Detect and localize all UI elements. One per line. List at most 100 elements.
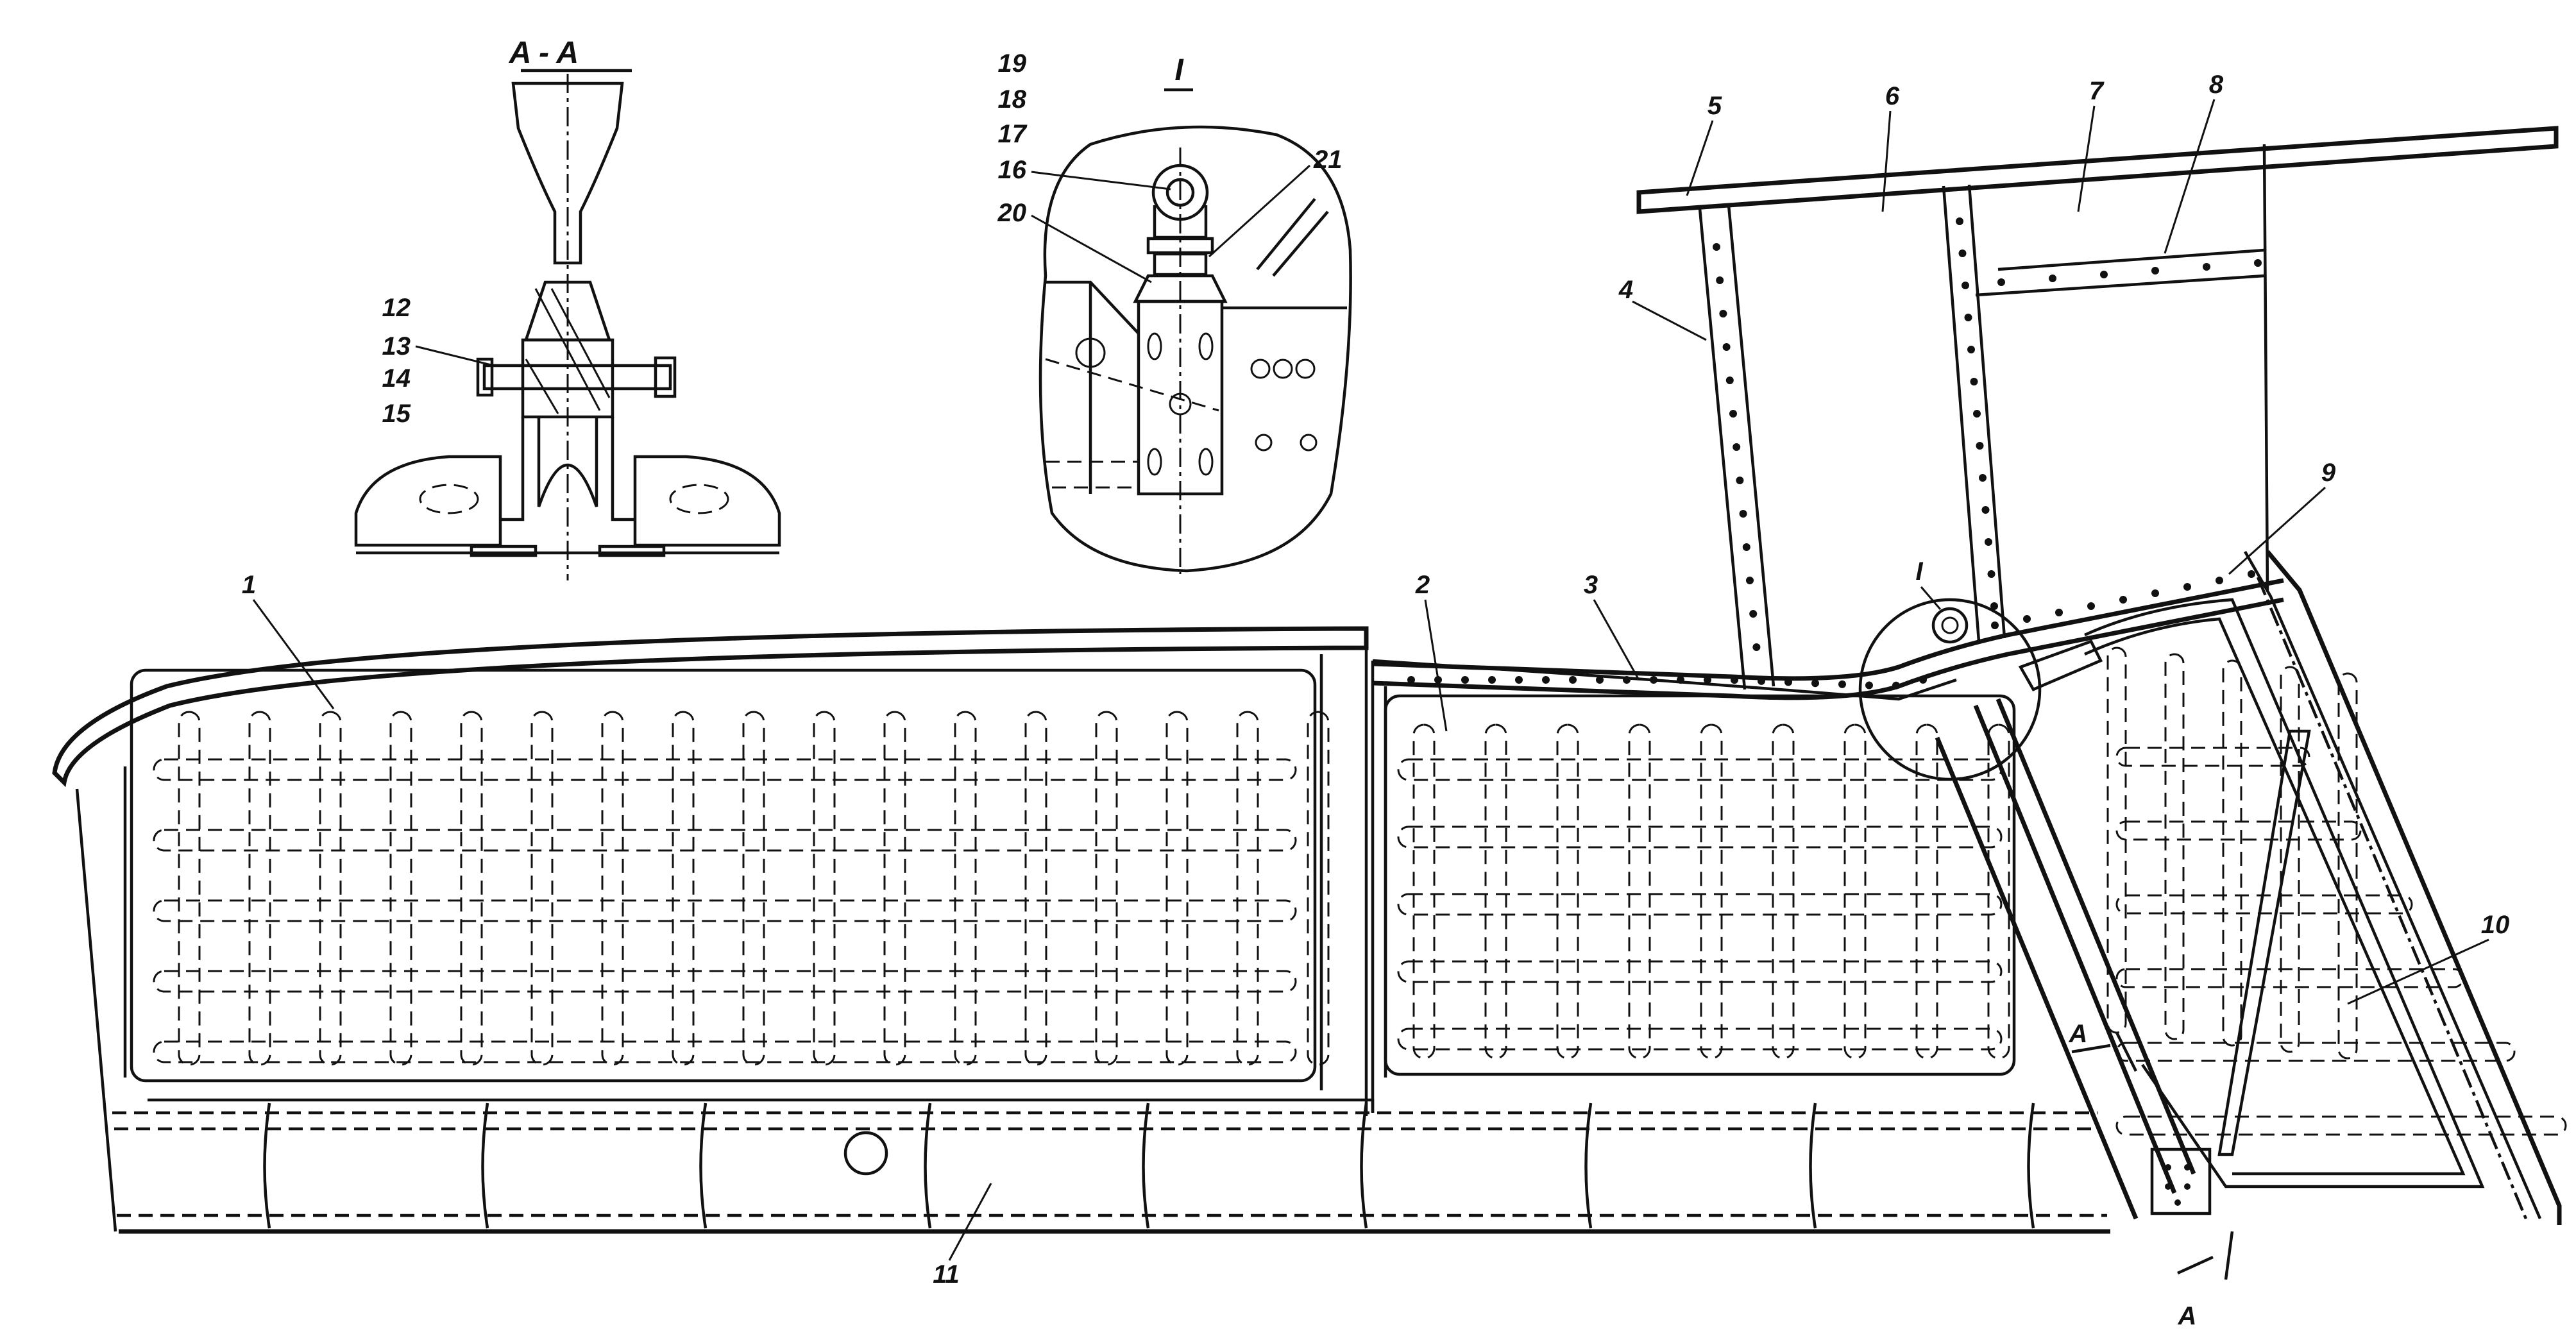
section-channel (500, 417, 635, 521)
rivet (1985, 538, 1992, 546)
rivet (1542, 676, 1550, 684)
rivet (2183, 583, 2191, 591)
vertical-stiffener (1843, 723, 1867, 1060)
callout-2: 2 (1415, 571, 1430, 599)
main-assembly: I A A 1 2 3 4 5 6 7 8 9 10 11 (52, 71, 2567, 1330)
rivet (1725, 376, 1734, 384)
rivet (1677, 676, 1684, 684)
section-base-lobe-left (354, 455, 502, 547)
horizontal-stiffener (1397, 1027, 2003, 1051)
skin-7-right-edge (2262, 144, 2269, 591)
vertical-stiffener (672, 711, 695, 1066)
rivet (1719, 310, 1727, 317)
rivet (1736, 477, 1744, 484)
leader-2 (1424, 599, 1448, 732)
detail-hole-9 (1255, 434, 1273, 452)
vertical-stiffener (1772, 723, 1795, 1060)
rail-3-upper (1372, 578, 2284, 681)
detail-outline (1038, 125, 1352, 573)
detail-i-circle (1858, 598, 2042, 781)
leader-8 (2164, 99, 2216, 254)
vertical-stiffener (178, 711, 201, 1066)
rivet (1722, 343, 1731, 351)
section-mark-lower-line (2224, 1231, 2234, 1280)
horizontal-stiffener (2115, 1042, 2516, 1062)
skin-7-joint (1975, 248, 2265, 297)
rivet (1967, 346, 1975, 353)
section-hatch-3 (525, 359, 559, 414)
section-rib-web (511, 81, 624, 265)
callout-7: 7 (2089, 77, 2105, 105)
leader-16 (1031, 171, 1171, 190)
rivet (1865, 681, 1873, 689)
section-hatch-1 (534, 288, 601, 411)
beam-segment-joint (924, 1103, 932, 1229)
callout-17: 17 (998, 120, 1028, 148)
upper-rivets (1713, 217, 2262, 651)
panel-10-frame (2084, 598, 2485, 1188)
detail-hole-8 (1295, 359, 1316, 379)
vertical-stiffener (813, 711, 836, 1066)
panel-1-frame (130, 668, 1317, 1083)
section-mark-upper-line (2115, 1031, 2138, 1072)
vertical-stiffener (1484, 723, 1507, 1060)
section-bolt-head (476, 357, 494, 397)
rivet (1919, 675, 1927, 684)
rivet (1990, 602, 1998, 610)
vertical-stiffener (742, 711, 765, 1066)
rivet (1997, 278, 2005, 286)
rivet (1739, 510, 1747, 518)
rivet (1752, 643, 1761, 651)
detail-i-mark-leader (1920, 586, 1942, 610)
detail-hole-1 (1147, 332, 1162, 360)
vertical-stiffener (1236, 711, 1259, 1066)
horizontal-stiffener (1397, 825, 2003, 849)
top-rail-5 (1636, 126, 2559, 214)
horizontal-stiffener (153, 970, 1297, 993)
leader-11 (948, 1183, 992, 1261)
detail-left-hole (1075, 337, 1106, 368)
detail-hidden-lines (1045, 358, 1219, 489)
panel-10-outer-edge (2266, 550, 2562, 1225)
detail-view-title: I (1174, 53, 1184, 87)
corner-rivet (2165, 1183, 2171, 1190)
rivet (1962, 282, 1969, 289)
vertical-stiffener (1700, 723, 1723, 1060)
rivet (1716, 276, 1724, 284)
rivet (2100, 271, 2108, 278)
callout-9: 9 (2321, 459, 2336, 487)
vertical-stiffener (2222, 659, 2242, 1047)
beam-segment-joint (2027, 1103, 2035, 1229)
callout-4: 4 (1618, 276, 1633, 304)
rivet (1838, 680, 1846, 688)
lower-beam-segments (263, 1103, 2035, 1229)
rivet (2216, 577, 2223, 584)
rivet (1987, 570, 1996, 578)
callout-18: 18 (998, 85, 1027, 114)
diagonal-strut (1935, 698, 2196, 1220)
panel-2-frame (1384, 694, 2016, 1076)
horizontal-stiffener (153, 1040, 1297, 1063)
horizontal-stiffener (153, 899, 1297, 922)
section-view-a-a: A - A 12 13 14 15 (354, 36, 781, 580)
horizontal-stiffener (2115, 747, 2310, 767)
beam-segment-joint (1142, 1103, 1150, 1229)
panel-10-stiffeners (2106, 647, 2567, 1136)
rivet (2248, 570, 2255, 578)
panel-1-left-edge (75, 766, 127, 1232)
rivet (1704, 676, 1711, 684)
section-shim-right (598, 545, 666, 557)
detail-hole-7 (1273, 359, 1293, 379)
panel-10-centerline (2256, 577, 2529, 1222)
vertical-stiffener (1412, 723, 1436, 1060)
detail-i-mark: I (1915, 557, 1923, 586)
rivet (2119, 596, 2127, 604)
callout-6: 6 (1885, 82, 1900, 110)
detail-hole-6 (1250, 359, 1271, 379)
corner-rivet (2165, 1164, 2171, 1171)
callout-1: 1 (242, 571, 256, 599)
rivet (2055, 609, 2063, 616)
rivet (2151, 267, 2159, 275)
rivet (1973, 410, 1981, 418)
section-mark-lower-arrow (2177, 1255, 2214, 1275)
